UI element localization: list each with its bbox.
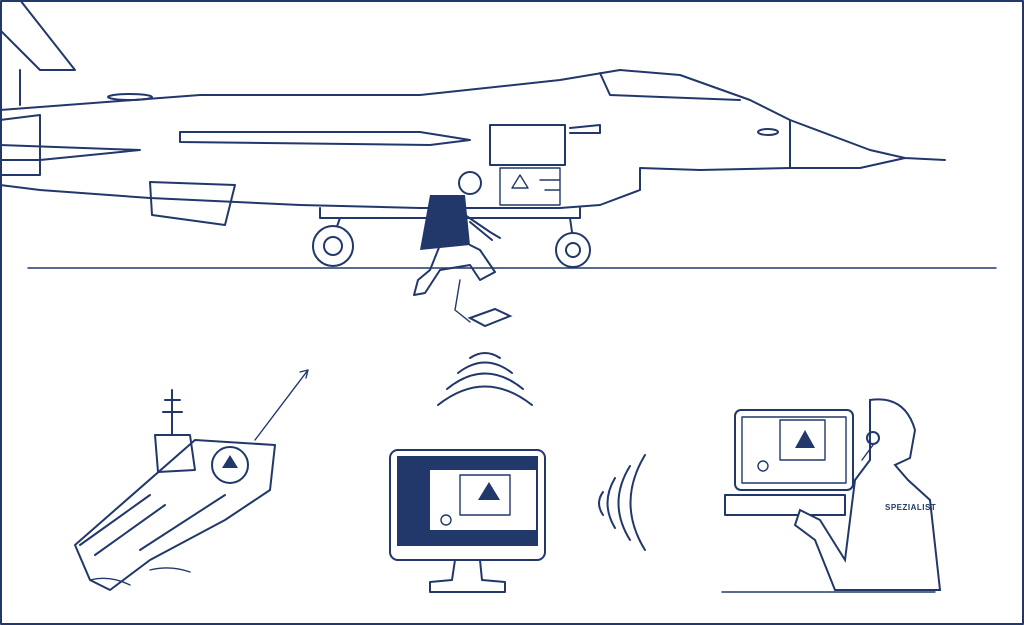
aircraft-carrier [74,369,309,591]
fighter-jet [0,0,946,268]
specialist-label: SPEZIALIST [885,503,936,512]
wireless-signal-icon-2 [598,454,646,551]
specialist-workstation: SPEZIALIST [721,398,942,593]
diagnostic-monitor [389,449,546,593]
wireless-signal-icon [437,352,533,406]
mechanic-technician [413,171,513,328]
